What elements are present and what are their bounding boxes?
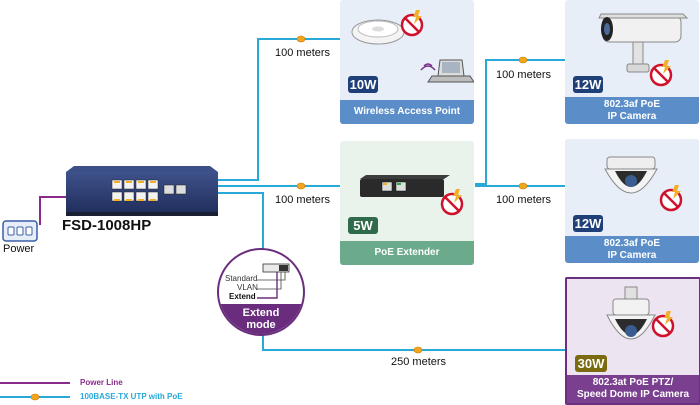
watt-badge-ap: 10W xyxy=(348,76,378,93)
legend-power-line-label: Power Line xyxy=(80,378,123,387)
switch-icon xyxy=(66,166,218,216)
access-point-icon xyxy=(351,19,474,83)
dome-camera-icon xyxy=(604,156,658,194)
utp-node-dot xyxy=(413,346,423,354)
device-name-extender: PoE Extender xyxy=(374,247,440,258)
watt-badge-extender: 5W xyxy=(348,217,378,234)
device-name-camera1-line2: IP Camera xyxy=(607,110,657,122)
distance-label-ap: 100 meters xyxy=(275,47,331,59)
poe-extender-card: 5W PoE Extender xyxy=(340,141,474,265)
device-name-camera2-line1: 802.3af PoE xyxy=(603,237,661,249)
extend-option-extend: Extend xyxy=(229,292,256,301)
utp-node-dot xyxy=(296,182,306,190)
ip-camera-card-2: 12W 802.3af PoE IP Camera xyxy=(565,139,699,263)
wireless-access-point-card: 10W Wireless Access Point xyxy=(340,0,474,124)
ip-camera-card-1: 12W 802.3af PoE IP Camera xyxy=(565,0,699,124)
legend-utp-line-label: 100BASE-TX UTP with PoE xyxy=(80,392,183,401)
distance-label-ptz: 250 meters xyxy=(391,356,447,368)
watt-badge-ptz: 30W xyxy=(575,355,607,372)
switch-model-label: FSD-1008HP xyxy=(62,217,152,234)
power-line xyxy=(39,196,68,225)
utp-node-dot xyxy=(296,35,306,43)
no-power-outlet-icon xyxy=(651,311,675,338)
extend-mode-badge: Standard VLAN Extend Extend mode xyxy=(217,248,305,336)
device-name-camera2-line2: IP Camera xyxy=(607,249,657,261)
no-power-outlet-icon xyxy=(440,189,464,216)
device-name-camera1-line1: 802.3af PoE xyxy=(603,98,661,110)
extend-option-vlan: VLAN xyxy=(237,283,258,292)
device-caption-camera1: 802.3af PoE IP Camera xyxy=(565,97,699,124)
device-name-ap: Wireless Access Point xyxy=(353,106,461,117)
device-caption-ptz: 802.3at PoE PTZ/ Speed Dome IP Camera xyxy=(567,375,699,403)
device-caption-ap: Wireless Access Point xyxy=(340,100,474,124)
poe-extender-icon xyxy=(360,175,450,197)
extend-option-standard: Standard xyxy=(225,274,258,283)
no-power-outlet-icon xyxy=(659,185,683,212)
ptz-camera-card: 30W 802.3at PoE PTZ/ Speed Dome IP Camer… xyxy=(565,277,700,405)
extend-mode-title: Extend mode xyxy=(219,304,303,334)
legend-utp-node-dot xyxy=(30,393,40,401)
dip-switch-icon xyxy=(257,263,290,299)
ptz-camera-icon xyxy=(606,286,656,340)
watt-badge-camera1: 12W xyxy=(573,76,603,93)
device-caption-camera2: 802.3af PoE IP Camera xyxy=(565,236,699,263)
utp-line-switch-to-ap xyxy=(215,38,345,181)
bullet-camera-icon xyxy=(598,13,689,73)
utp-node-dot xyxy=(518,182,528,190)
watt-badge-camera2: 12W xyxy=(573,215,603,232)
device-caption-extender: PoE Extender xyxy=(340,241,474,265)
no-power-outlet-icon xyxy=(400,10,424,37)
device-name-ptz-line1: 802.3at PoE PTZ/ xyxy=(592,377,674,388)
power-outlet-icon xyxy=(2,220,38,242)
distance-label-camera1: 100 meters xyxy=(496,69,552,81)
power-label: Power xyxy=(3,243,35,255)
legend-swatches xyxy=(0,382,70,401)
distance-label-extender: 100 meters xyxy=(275,194,331,206)
utp-node-dot xyxy=(518,56,528,64)
no-power-outlet-icon xyxy=(649,60,673,87)
device-name-ptz-line2: Speed Dome IP Camera xyxy=(576,389,690,400)
extend-mode-title-line1: Extend xyxy=(242,307,280,319)
distance-label-camera2: 100 meters xyxy=(496,194,552,206)
extend-mode-title-line2: mode xyxy=(246,319,276,331)
